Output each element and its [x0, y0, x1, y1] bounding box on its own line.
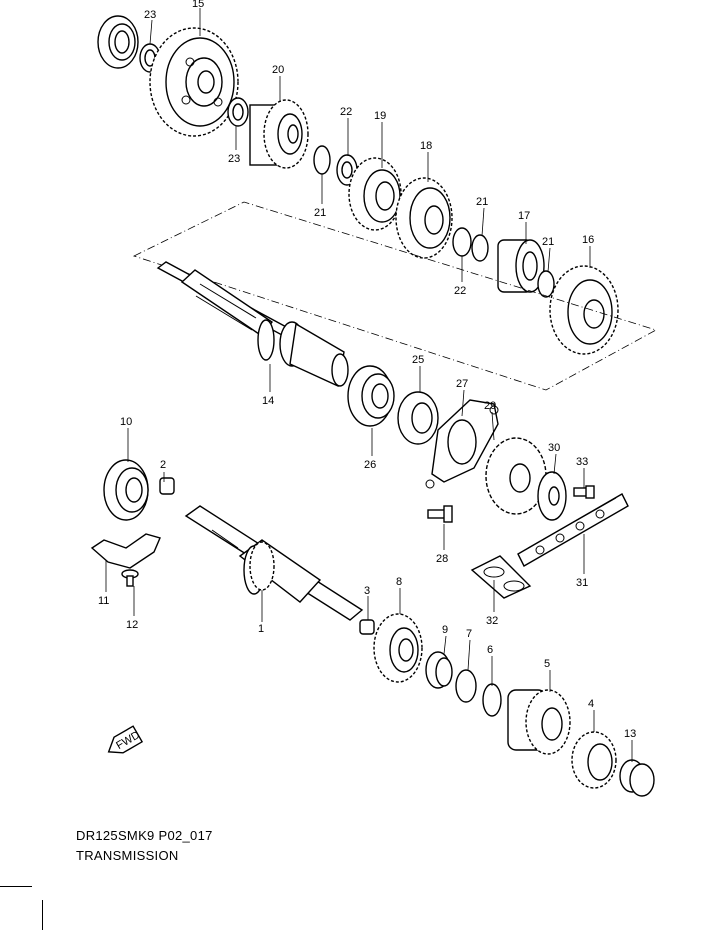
bearing-top	[97, 15, 139, 69]
callout-26: 26	[364, 459, 376, 471]
circlip-6	[482, 683, 502, 717]
callout-1: 1	[258, 623, 264, 635]
callout-9: 9	[442, 624, 448, 636]
bushing-17	[497, 239, 545, 293]
pin-2	[159, 477, 175, 495]
callout-20: 20	[272, 64, 284, 76]
callout-10: 10	[120, 416, 132, 428]
chain-31	[517, 493, 629, 567]
gear-18	[395, 177, 453, 259]
callout-16: 16	[582, 234, 594, 246]
circlip-21-a	[313, 145, 331, 175]
callout-22-b: 22	[454, 285, 466, 297]
callout-8: 8	[396, 576, 402, 588]
callout-21-b: 21	[476, 196, 488, 208]
gear-19	[348, 157, 402, 231]
bolt-28	[427, 505, 453, 523]
callout-17: 17	[518, 210, 530, 222]
gear-8	[373, 613, 423, 683]
diagram-title: TRANSMISSION	[76, 848, 179, 863]
callout-12: 12	[126, 619, 138, 631]
crop-mark-horizontal	[0, 886, 32, 887]
bolt-33	[573, 485, 595, 499]
callout-3: 3	[364, 585, 370, 597]
callout-13: 13	[624, 728, 636, 740]
oil-seal-25	[397, 391, 439, 445]
plate-30	[537, 471, 567, 521]
callout-22-a: 22	[340, 106, 352, 118]
retainer-11	[90, 533, 161, 569]
callout-27: 27	[456, 378, 468, 390]
pin-3	[359, 619, 375, 635]
callout-21-c: 21	[542, 236, 554, 248]
callout-15: 15	[192, 0, 204, 10]
callout-19: 19	[374, 110, 386, 122]
callout-29: 29	[484, 400, 496, 412]
callout-6: 6	[487, 644, 493, 656]
callout-2: 2	[160, 459, 166, 471]
gear-15	[149, 27, 239, 137]
screw-12	[121, 569, 139, 587]
callout-7: 7	[466, 628, 472, 640]
circlip-21-c	[537, 270, 555, 298]
bearing-13	[619, 759, 655, 797]
bushing-9	[425, 651, 453, 689]
callout-14: 14	[262, 395, 274, 407]
gear-5	[507, 689, 571, 755]
diagram-code: DR125SMK9 P02_017	[76, 828, 213, 843]
callout-21-a: 21	[314, 207, 326, 219]
fwd-arrow-icon: FWD	[107, 725, 144, 754]
leader-lines	[105, 8, 633, 762]
callout-labels: 1 2 3 4 5 6 7 8 9 10 11 12 13 14 15 16 1…	[98, 0, 636, 740]
callout-23-a: 23	[144, 9, 156, 21]
callout-4: 4	[588, 698, 594, 710]
callout-33: 33	[576, 456, 588, 468]
callout-28: 28	[436, 553, 448, 565]
gear-4	[571, 731, 617, 789]
shaft-14-bracket	[132, 201, 658, 391]
plate-27	[425, 399, 499, 489]
callout-25: 25	[412, 354, 424, 366]
gear-16	[549, 265, 619, 355]
bearing-10	[103, 459, 149, 521]
callout-31: 31	[576, 577, 588, 589]
callout-11: 11	[98, 595, 109, 607]
sprocket-29	[485, 437, 547, 515]
callout-32: 32	[486, 615, 498, 627]
washer-7	[455, 669, 477, 703]
chain-joint-32	[470, 555, 532, 599]
callout-23-b: 23	[228, 153, 240, 165]
callout-18: 18	[420, 140, 432, 152]
main-shaft-1	[184, 505, 364, 621]
washer-22-lower	[452, 227, 472, 257]
callout-30: 30	[548, 442, 560, 454]
circlip-21-b	[471, 234, 489, 262]
gear-20	[249, 99, 309, 169]
callout-5: 5	[544, 658, 550, 670]
bearing-26	[347, 365, 395, 427]
washer-23-lower	[227, 97, 249, 127]
countershaft-14	[156, 261, 349, 388]
crop-mark-vertical	[42, 900, 43, 930]
